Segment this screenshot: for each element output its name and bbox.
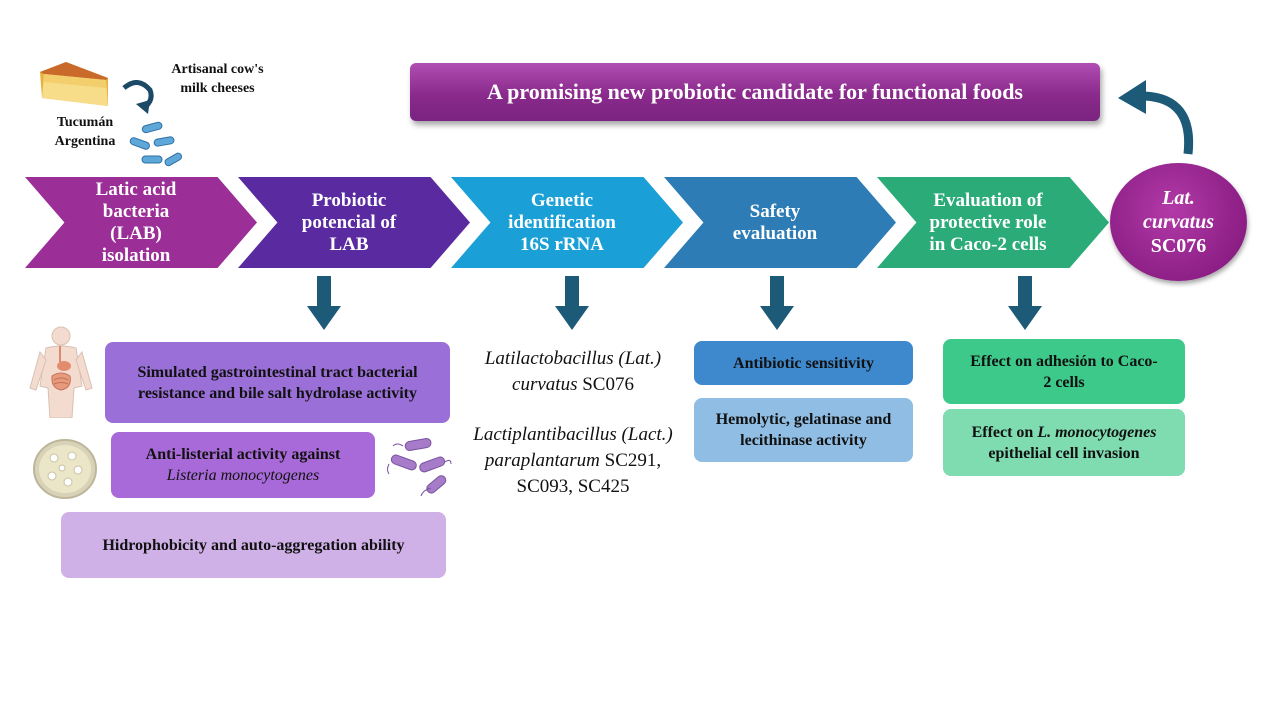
step-label: (LAB): [110, 222, 162, 244]
step-label: identification: [508, 211, 616, 233]
box-text: epithelial cell invasion: [988, 444, 1140, 462]
species-genus: Lactiplantibacillus (Lact.): [473, 424, 673, 445]
step-label: Evaluation of: [933, 189, 1043, 211]
step-label: 16S rRNA: [520, 233, 604, 255]
step-genetic-identification: Genetic identification 16S rRNA: [451, 177, 683, 268]
result-strain-circle: Lat. curvatus SC076: [1110, 163, 1247, 281]
box-text: Hemolytic, gelatinase and: [715, 411, 892, 428]
step-label: bacteria: [102, 200, 170, 222]
step-label: evaluation: [732, 222, 818, 244]
step-label: potencial of: [301, 211, 397, 233]
step-label: LAB: [329, 233, 369, 255]
down-arrow-icon: [555, 276, 589, 330]
step-label: Genetic: [530, 189, 594, 211]
box-text: Effect on: [971, 423, 1038, 441]
result-genus: Lat.: [1162, 187, 1195, 209]
petri-dish-icon: [33, 439, 97, 499]
box-text: Listeria monocytogenes: [166, 467, 320, 484]
step-label: Latic acid: [95, 178, 177, 200]
conclusion-banner: A promising new probiotic candidate for …: [410, 63, 1100, 121]
box-text-italic: L. monocytogenes: [1037, 423, 1157, 441]
species-strain: SC291,: [599, 450, 662, 471]
step-probiotic-potential: Probiotic potencial of LAB: [238, 177, 470, 268]
result-species: curvatus: [1142, 211, 1215, 233]
hemolytic-box: Hemolytic, gelatinase and lecithinase ac…: [694, 398, 913, 462]
antibiotic-box: Antibiotic sensitivity: [694, 341, 913, 385]
invasion-box: Effect on L. monocytogenes epithelial ce…: [943, 409, 1185, 476]
box-text: Hidrophobicity and auto-aggregation abil…: [102, 536, 405, 554]
step-label: protective role: [929, 211, 1047, 233]
species-name: paraplantarum: [484, 450, 600, 471]
species-name: curvatus: [512, 374, 578, 395]
species-lact-paraplantarum: Lactiplantibacillus (Lact.) paraplantaru…: [450, 422, 696, 500]
hydrophobicity-box: Hidrophobicity and auto-aggregation abil…: [61, 512, 446, 578]
box-text: Anti-listerial activity against: [145, 446, 341, 463]
box-text: lecithinase activity: [740, 432, 867, 449]
step-safety-evaluation: Safety evaluation: [664, 177, 896, 268]
box-text: Effect on adhesión to Caco-: [970, 352, 1158, 370]
gi-resistance-box: Simulated gastrointestinal tract bacteri…: [105, 342, 450, 423]
box-text: 2 cells: [1043, 373, 1085, 391]
step-label: Safety: [749, 200, 801, 222]
rod-bacteria-icon: [387, 438, 452, 497]
location-label: Tucumán: [56, 115, 114, 130]
down-arrow-icon: [1008, 276, 1042, 330]
species-genus: Latilactobacillus (Lat.): [484, 348, 662, 369]
cheese-label: Artisanal cow's: [171, 62, 264, 77]
step-protective-role: Evaluation of protective role in Caco-2 …: [877, 177, 1109, 268]
cheese-label-2: milk cheeses: [180, 81, 255, 96]
step-lab-isolation: Latic acid bacteria (LAB) isolation: [25, 177, 257, 268]
down-arrow-icon: [760, 276, 794, 330]
anti-listerial-box: Anti-listerial activity against Listeria…: [111, 432, 375, 498]
curved-arrow-icon: [1118, 80, 1194, 155]
species-strain: SC076: [577, 374, 634, 395]
step-label: isolation: [101, 244, 171, 266]
location-label-2: Argentina: [54, 134, 116, 149]
box-text: Simulated gastrointestinal tract bacteri…: [137, 363, 418, 381]
down-arrow-icon: [307, 276, 341, 330]
box-text: Antibiotic sensitivity: [733, 354, 874, 372]
step-label: Probiotic: [311, 189, 387, 211]
adhesion-box: Effect on adhesión to Caco- 2 cells: [943, 339, 1185, 404]
human-digestive-icon: [29, 326, 93, 418]
result-strain: SC076: [1150, 235, 1207, 257]
step-label: in Caco-2 cells: [929, 233, 1047, 255]
species-lat-curvatus: Latilactobacillus (Lat.) curvatus SC076: [458, 346, 688, 398]
cheese-icon: [40, 62, 108, 106]
curved-arrow-icon: [122, 80, 154, 114]
box-text: resistance and bile salt hydrolase activ…: [138, 384, 417, 402]
species-strain-2: SC093, SC425: [516, 476, 630, 497]
bacteria-icon: [129, 121, 183, 167]
